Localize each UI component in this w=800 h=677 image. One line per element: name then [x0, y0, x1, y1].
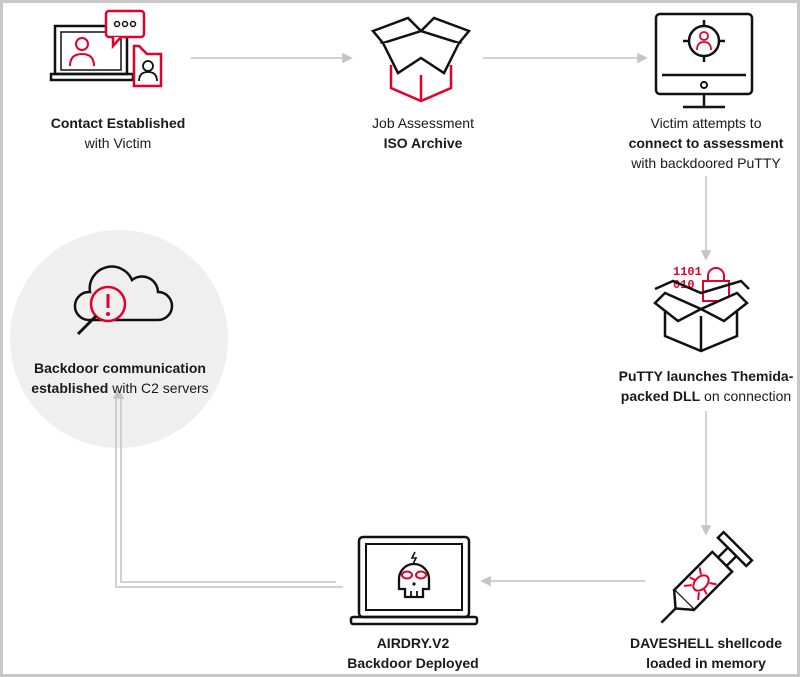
- step-c2-label: Backdoor communication established with …: [31, 360, 209, 396]
- open-box-icon: [370, 16, 472, 103]
- packed-box-icon: 1101 010: [653, 265, 750, 353]
- svg-text:1101: 1101: [673, 265, 702, 279]
- c2-highlight-circle: [10, 230, 228, 448]
- step-iso-label: Job Assessment ISO Archive: [372, 115, 474, 151]
- syringe-icon: [660, 530, 754, 624]
- step-themida-label: PuTTY launches Themida- packed DLL on co…: [618, 368, 794, 404]
- arrow-6-7a: [115, 398, 343, 588]
- contact-icon: [49, 9, 163, 88]
- step-airdry-label: AIRDRY.V2 Backdoor Deployed: [347, 635, 479, 671]
- flow-arrows: [112, 52, 712, 588]
- arrow-6-7b: [120, 398, 336, 583]
- step-daveshell-label: DAVESHELL shellcode loaded in memory: [630, 635, 782, 671]
- laptop-skull-icon: [349, 535, 479, 626]
- step-putty-label: Victim attempts to connect to assessment…: [628, 115, 784, 171]
- monitor-target-icon: [654, 12, 754, 109]
- step-contact-label: Contact Established with Victim: [50, 115, 186, 151]
- cloud-alert-icon: [73, 265, 174, 336]
